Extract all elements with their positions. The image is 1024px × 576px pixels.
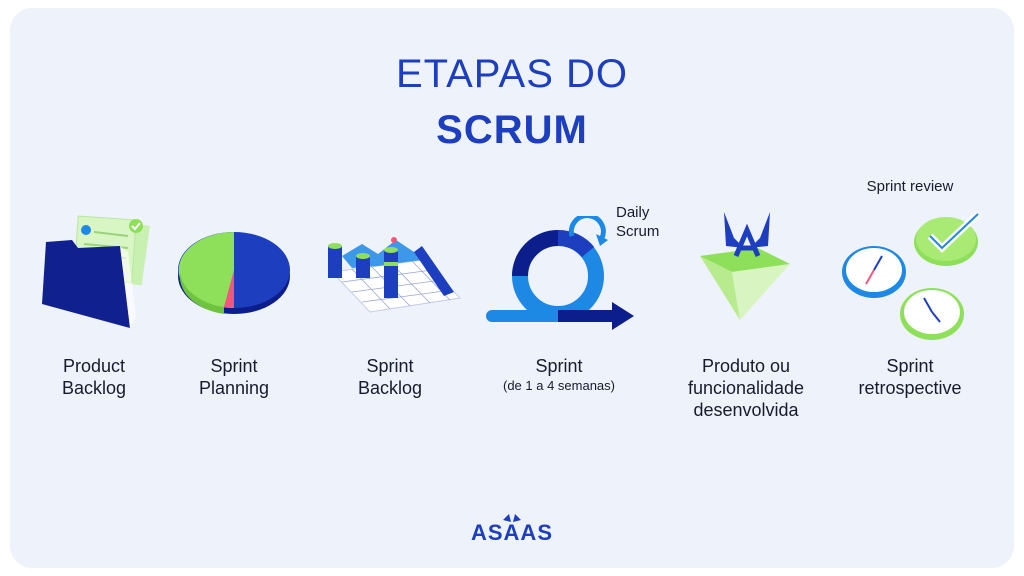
svg-text:ASAAS: ASAAS — [471, 520, 553, 544]
title-line-2: SCRUM — [436, 108, 588, 152]
pie-chart-icon — [178, 232, 290, 314]
title-line-1: ETAPAS DO — [395, 52, 628, 96]
sprint-cycle-icon — [486, 216, 634, 330]
diagram-card — [10, 8, 1014, 568]
asaas-logo: ASAAS — [462, 512, 562, 545]
sprint-review-note: Sprint review — [866, 178, 954, 195]
retrospective-clocks-icon — [842, 211, 981, 340]
product-pyramid-icon — [700, 212, 790, 320]
daily-scrum-note: Daily Scrum — [616, 204, 660, 240]
asaas-logo-mark: ASAAS — [471, 514, 553, 545]
step-label-sprint: Sprint(de 1 a 4 semanas) — [502, 356, 615, 393]
backlog-chart-icon — [328, 237, 462, 313]
folder-icon — [42, 215, 150, 328]
